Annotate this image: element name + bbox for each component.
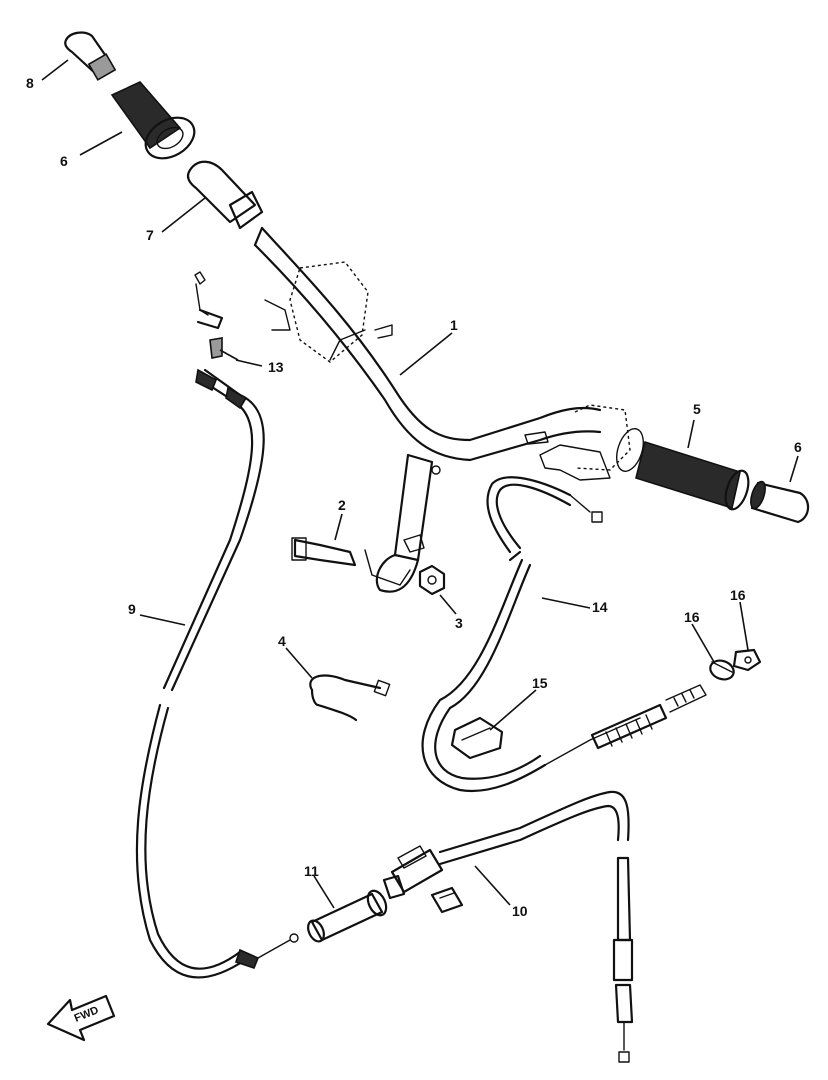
fwd-arrow-icon: FWD [46,994,116,1042]
bolt [291,537,357,567]
brake-cable [421,476,707,793]
callout-labels: 8 6 7 13 1 5 6 2 3 9 4 14 15 16 16 10 11 [26,75,802,919]
grip-end-right [750,480,810,524]
cable-clip [430,886,464,914]
right-grip [616,428,750,511]
adjust-nut [732,648,762,672]
callout-11: 11 [304,863,319,879]
callout-15: 16 [730,587,746,603]
nut [418,564,446,596]
callout-7: 7 [146,227,154,243]
cable-band [309,674,391,722]
leader-lines [41,59,799,909]
callout-6-left: 6 [60,153,68,169]
callout-10: 10 [512,903,528,919]
callout-5: 5 [693,401,701,417]
throttle-cable [135,368,299,979]
starter-cable [382,790,634,1063]
callout-13: 14 [592,599,608,615]
callout-2: 2 [338,497,346,513]
grip-left [110,81,196,160]
throttle-sleeve [186,160,264,230]
cable-holder [450,716,504,760]
callout-9: 9 [128,601,136,617]
callout-14: 15 [532,675,548,691]
callout-3: 3 [455,615,463,631]
grip-end-left [64,31,117,81]
callout-6-right: 6 [794,439,802,455]
callout-16: 16 [684,609,700,625]
handlebar [253,226,631,593]
callout-8: 8 [26,75,34,91]
starter-plunger [307,889,388,943]
cable-clamp-bolt [194,271,224,359]
leader-12 [235,359,263,367]
callout-4: 4 [278,633,286,649]
callout-12: 13 [268,359,284,375]
cable-joint [709,659,735,681]
callout-1: 1 [450,317,458,333]
